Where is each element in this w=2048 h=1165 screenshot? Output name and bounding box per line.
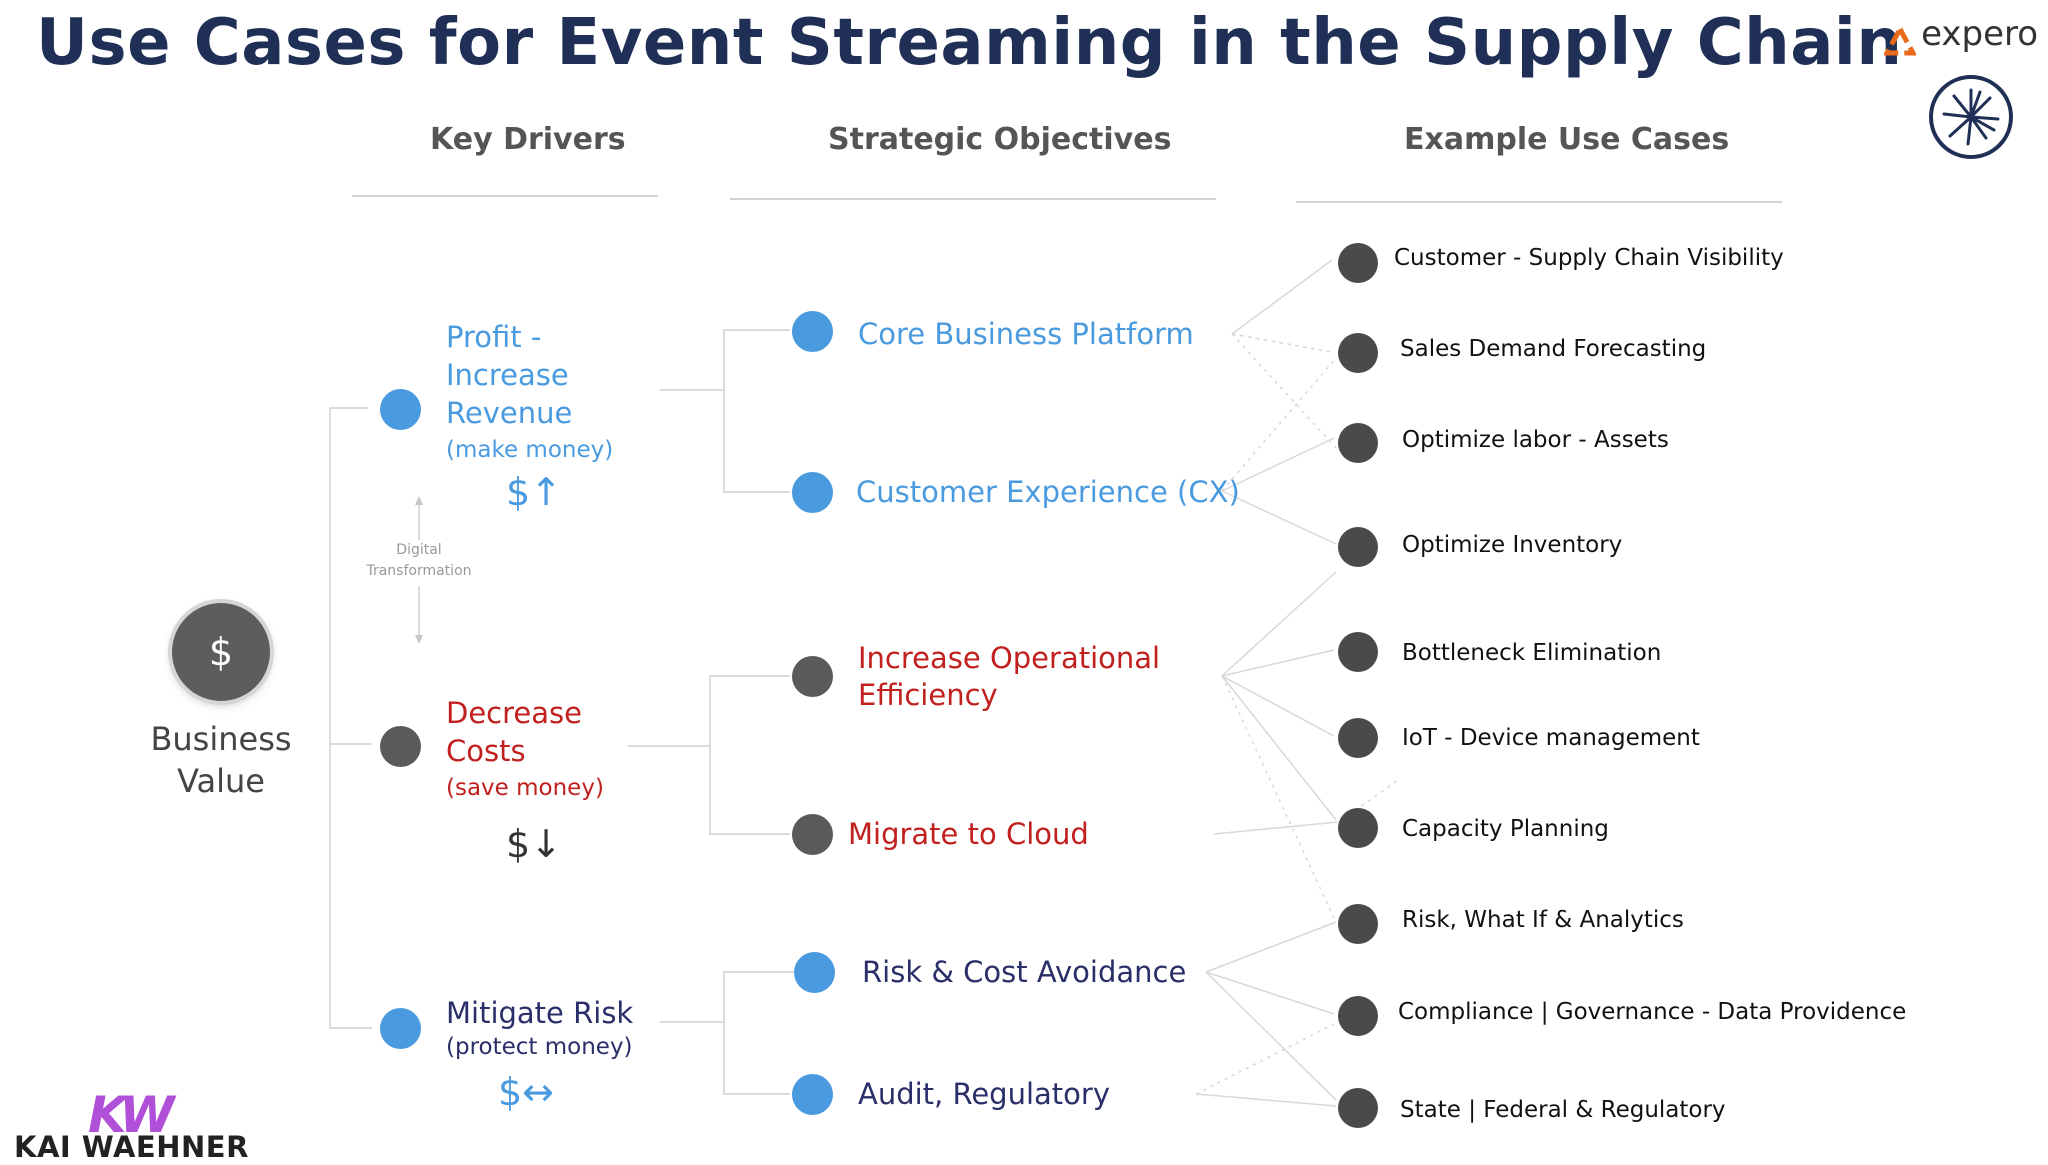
use-case-dot — [1338, 243, 1378, 283]
business-value-node: $ — [172, 603, 270, 701]
driver-mitigate-risk-sub: (protect money) — [446, 1034, 633, 1060]
objective-risk-cost-avoidance: Risk & Cost Avoidance — [862, 955, 1187, 989]
kai-waehner-logo-mark: KW — [88, 1086, 175, 1144]
use-case-dot — [1338, 632, 1378, 672]
page-title: Use Cases for Event Streaming in the Sup… — [36, 6, 1903, 80]
triangle-icon — [1882, 23, 1918, 55]
driver-decrease-costs-sub: (save money) — [446, 775, 604, 801]
objective-operational-efficiency: Increase Operational Efficiency — [858, 641, 1161, 712]
column-header-key-drivers: Key Drivers — [430, 122, 626, 157]
driver-increase-revenue: Profit - Increase Revenue — [446, 320, 573, 430]
objective-core-business-platform: Core Business Platform — [858, 317, 1194, 351]
objective-dot-customer-experience — [792, 472, 833, 513]
use-case-optimize-labor-assets: Optimize labor - Assets — [1402, 427, 1669, 453]
objective-dot-operational-efficiency — [792, 656, 833, 697]
use-case-bottleneck-elimination: Bottleneck Elimination — [1402, 640, 1662, 666]
use-case-optimize-inventory: Optimize Inventory — [1402, 532, 1623, 558]
dollar-both-ways-icon: $↔ — [498, 1070, 555, 1114]
use-case-dot — [1338, 718, 1378, 758]
use-case-sales-demand-forecasting: Sales Demand Forecasting — [1400, 336, 1707, 362]
use-case-state-federal-regulatory: State | Federal & Regulatory — [1400, 1097, 1726, 1123]
use-case-dot — [1338, 333, 1378, 373]
use-case-dot — [1338, 904, 1378, 944]
objective-dot-audit-regulatory — [792, 1074, 833, 1115]
expero-logo: expero — [1882, 14, 2039, 56]
dollar-down-icon: $↓ — [506, 822, 563, 866]
objective-audit-regulatory: Audit, Regulatory — [858, 1077, 1110, 1111]
driver-dot-mitigate-risk — [380, 1008, 421, 1049]
objective-dot-core-business-platform — [792, 311, 833, 352]
use-case-dot — [1338, 423, 1378, 463]
column-header-strategic-objectives: Strategic Objectives — [828, 122, 1172, 157]
kai-waehner-wordmark: KAI WAEHNER — [14, 1130, 249, 1164]
digital-transformation-label: Digital Transformation — [366, 542, 472, 579]
driver-dot-increase-revenue — [380, 389, 421, 430]
use-case-dot — [1338, 1088, 1378, 1128]
objective-dot-migrate-to-cloud — [792, 814, 833, 855]
driver-increase-revenue-sub: (make money) — [446, 437, 614, 463]
use-case-compliance-governance: Compliance | Governance - Data Providenc… — [1398, 999, 1907, 1025]
use-case-risk-what-if-analytics: Risk, What If & Analytics — [1402, 907, 1684, 933]
objective-migrate-to-cloud: Migrate to Cloud — [848, 817, 1089, 851]
use-case-capacity-planning: Capacity Planning — [1402, 816, 1609, 842]
expero-wordmark: expero — [1921, 14, 2039, 54]
objective-dot-risk-cost-avoidance — [794, 952, 835, 993]
driver-decrease-costs: Decrease Costs — [446, 696, 582, 768]
dollar-icon: $ — [208, 630, 234, 674]
use-case-dot — [1338, 808, 1378, 848]
use-case-dot — [1338, 996, 1378, 1036]
driver-mitigate-risk: Mitigate Risk — [446, 996, 634, 1030]
dollar-up-icon: $↑ — [506, 470, 563, 514]
business-value-label: Business Value — [150, 720, 292, 800]
use-case-dot — [1338, 527, 1378, 567]
use-case-iot-device-management: IoT - Device management — [1402, 725, 1700, 751]
driver-dot-decrease-costs — [380, 726, 421, 767]
use-case-supply-chain-visibility: Customer - Supply Chain Visibility — [1394, 245, 1784, 271]
column-header-example-use-cases: Example Use Cases — [1404, 122, 1730, 157]
starburst-circle-icon — [1929, 75, 2013, 159]
objective-customer-experience: Customer Experience (CX) — [856, 475, 1240, 509]
